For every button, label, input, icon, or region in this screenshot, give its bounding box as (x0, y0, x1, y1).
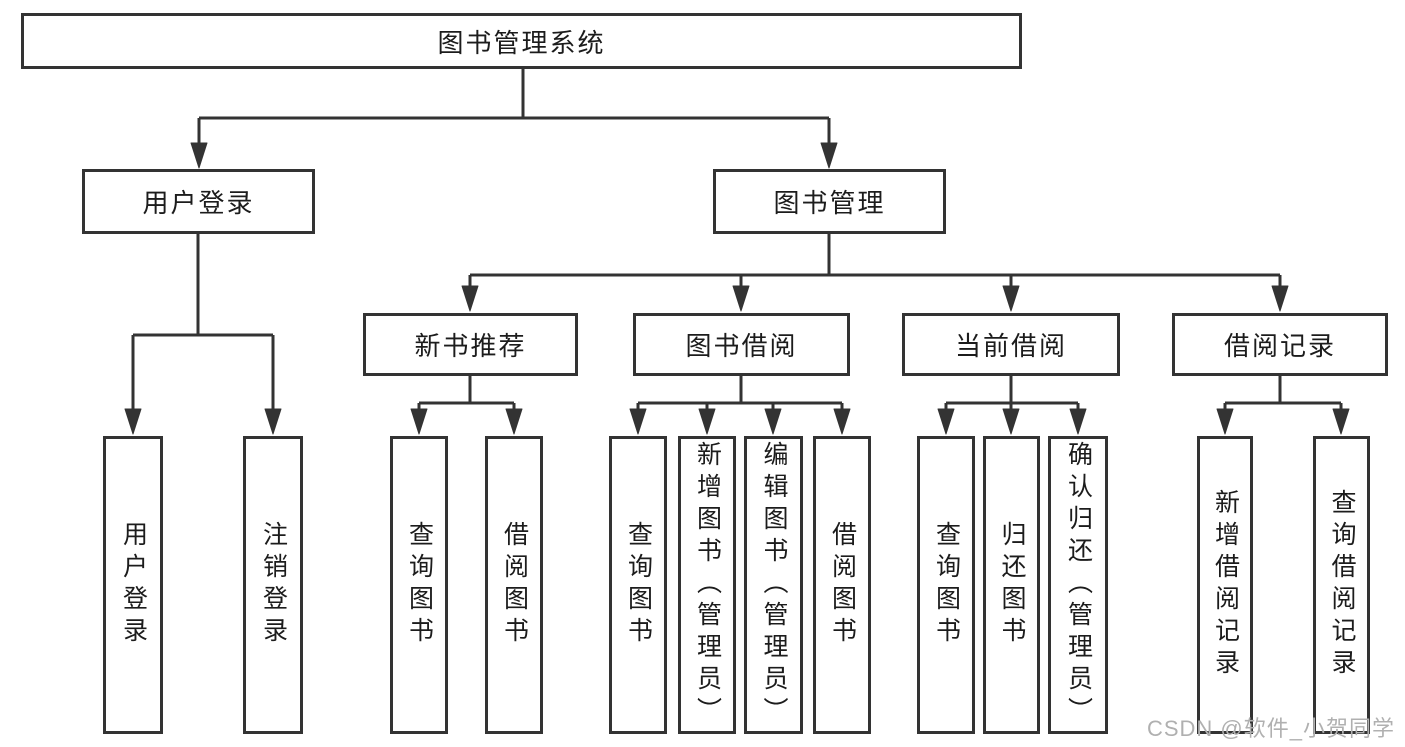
connector-borrow-records-children (1216, 376, 1350, 435)
leaf-add-books-admin: 新增图书（管理员） (678, 436, 736, 734)
arrowhead (764, 408, 782, 435)
leaf-query-books-borrowing: 查询图书 (609, 436, 667, 734)
node-user-login: 用户登录 (82, 169, 315, 234)
node-book-borrowing: 图书借阅 (633, 313, 850, 376)
node-label: 新增图书（管理员） (693, 441, 722, 729)
arrowhead (461, 285, 479, 312)
node-book-management: 图书管理 (713, 169, 946, 234)
arrowhead (1002, 285, 1020, 312)
node-label: 编辑图书（管理员） (760, 441, 788, 729)
leaf-add-borrow-record: 新增借阅记录 (1197, 436, 1253, 734)
leaf-return-books: 归还图书 (983, 436, 1040, 734)
leaf-user-login: 用户登录 (103, 436, 163, 734)
connector-line (417, 376, 516, 416)
connector-line (197, 69, 831, 150)
node-label: 借阅图书 (828, 521, 857, 649)
leaf-query-books-current: 查询图书 (917, 436, 975, 734)
connector-line (636, 376, 844, 416)
arrowhead (505, 408, 523, 435)
node-label: 新增借阅记录 (1211, 489, 1240, 681)
connector-root-to-level2 (190, 69, 838, 169)
leaf-query-books-recommend: 查询图书 (390, 436, 448, 734)
arrowhead (629, 408, 647, 435)
node-label: 当前借阅 (954, 331, 1067, 361)
arrowhead (833, 408, 851, 435)
connector-new-book-children (410, 376, 523, 435)
node-label: 新书推荐 (414, 331, 527, 361)
arrowhead (732, 285, 750, 312)
arrowhead (264, 408, 282, 435)
node-library-system: 图书管理系统 (21, 13, 1022, 69)
arrowhead (410, 408, 428, 435)
arrowhead (124, 408, 142, 435)
arrowhead (1002, 408, 1020, 435)
arrowhead (1332, 408, 1350, 435)
node-borrow-records: 借阅记录 (1172, 313, 1388, 376)
node-label: 用户登录 (119, 521, 148, 649)
node-label: 图书借阅 (685, 331, 798, 361)
node-label: 查询图书 (624, 521, 653, 649)
node-current-borrowing: 当前借阅 (902, 313, 1120, 376)
leaf-edit-books-admin: 编辑图书（管理员） (744, 436, 803, 734)
node-label: 借阅记录 (1223, 331, 1336, 361)
leaf-confirm-return-admin: 确认归还（管理员） (1048, 436, 1108, 734)
watermark: CSDN @软件_小贺同学 (1146, 716, 1395, 741)
arrowhead (820, 142, 838, 169)
node-label: 查询借阅记录 (1328, 489, 1356, 681)
arrowhead (698, 408, 716, 435)
node-label: 查询图书 (932, 521, 961, 649)
connector-user-login-children (124, 234, 282, 435)
connector-line (468, 234, 1282, 292)
node-label: 图书管理系统 (437, 27, 606, 58)
leaf-query-borrow-record: 查询借阅记录 (1313, 436, 1370, 734)
arrowhead (190, 142, 208, 169)
connector-line (1223, 376, 1343, 416)
arrowhead (1271, 285, 1289, 312)
node-label: 借阅图书 (500, 521, 529, 649)
arrowhead (1069, 408, 1087, 435)
node-label: 用户登录 (142, 188, 255, 218)
connector-line (131, 234, 275, 416)
arrowhead (1216, 408, 1234, 435)
node-new-book-recommend: 新书推荐 (363, 313, 578, 376)
connector-book-borrowing-children (629, 376, 851, 435)
leaf-borrow-books-borrowing: 借阅图书 (813, 436, 871, 734)
connector-book-management-children (461, 234, 1289, 312)
node-label: 图书管理 (773, 188, 886, 218)
node-label: 注销登录 (259, 521, 288, 649)
connector-current-borrowing-children (937, 376, 1087, 435)
leaf-logout: 注销登录 (243, 436, 303, 734)
node-label: 确认归还（管理员） (1064, 441, 1093, 729)
node-label: 查询图书 (405, 521, 434, 649)
node-label: 归还图书 (998, 521, 1026, 649)
leaf-borrow-books-recommend: 借阅图书 (485, 436, 543, 734)
arrowhead (937, 408, 955, 435)
